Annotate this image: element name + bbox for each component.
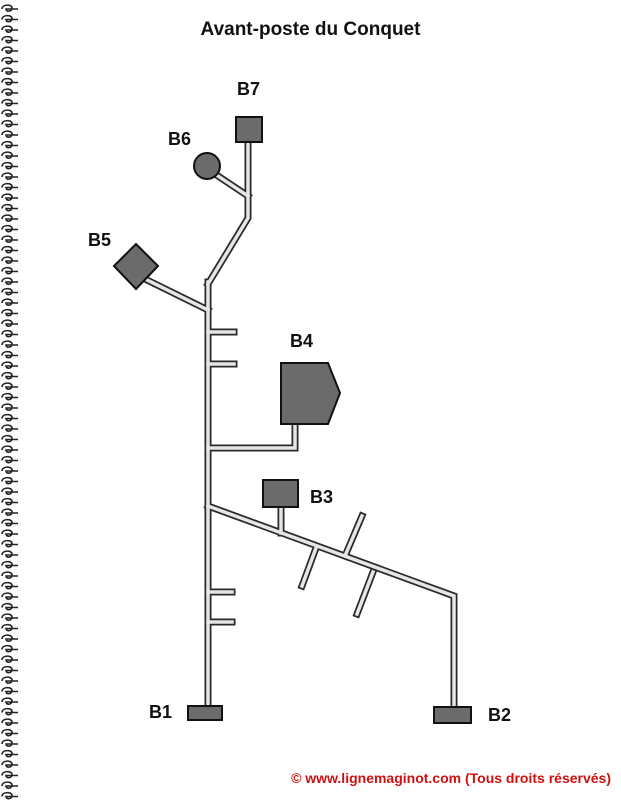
- spiral-coil: [1, 203, 18, 212]
- spiral-binding: [1, 4, 18, 800]
- block-b2: [433, 706, 472, 724]
- spiral-coil: [1, 613, 18, 621]
- spiral-coil: [1, 329, 18, 338]
- spiral-coil: [1, 655, 18, 663]
- label-b2: B2: [488, 705, 511, 725]
- spiral-coil: [1, 361, 18, 369]
- spiral-coil: [1, 476, 18, 485]
- spiral-coil: [1, 445, 18, 453]
- spiral-coil: [1, 718, 18, 726]
- spiral-coil: [1, 791, 18, 800]
- block-b1: [187, 705, 223, 721]
- spiral-coil: [1, 508, 18, 516]
- spiral-coil: [1, 634, 18, 642]
- spiral-coil: [1, 455, 18, 464]
- spiral-coil: [1, 392, 18, 401]
- spiral-coil: [1, 77, 18, 86]
- label-b5: B5: [88, 230, 111, 250]
- spiral-coil: [1, 151, 18, 159]
- block-labels: B1 B2 B3 B4 B5 B6 B7: [88, 79, 511, 725]
- spiral-coil: [1, 644, 18, 653]
- spiral-coil: [1, 539, 18, 548]
- label-b3: B3: [310, 487, 333, 507]
- spiral-coil: [1, 35, 18, 44]
- spiral-coil: [1, 109, 18, 117]
- spiral-coil: [1, 172, 18, 180]
- spiral-coil: [1, 749, 18, 758]
- block-b6: [193, 152, 221, 180]
- spiral-coil: [1, 560, 18, 569]
- spiral-coil: [1, 46, 18, 54]
- spiral-coil: [1, 760, 18, 768]
- spiral-coil: [1, 623, 18, 632]
- spiral-coil: [1, 676, 18, 684]
- spiral-coil: [1, 550, 18, 558]
- spiral-coil: [1, 602, 18, 611]
- spiral-coil: [1, 592, 18, 600]
- spiral-coil: [1, 382, 18, 390]
- spiral-coil: [1, 193, 18, 201]
- spiral-coil: [1, 424, 18, 432]
- spiral-coil: [1, 728, 18, 737]
- spiral-coil: [1, 224, 18, 233]
- diagram-title: Avant-poste du Conquet: [200, 19, 421, 40]
- spiral-coil: [1, 350, 18, 359]
- label-b7: B7: [237, 79, 260, 99]
- spiral-coil: [1, 697, 18, 705]
- spiral-coil: [1, 371, 18, 380]
- spiral-coil: [1, 466, 18, 474]
- spiral-coil: [1, 308, 18, 317]
- spiral-coil: [1, 770, 18, 779]
- spiral-coil: [1, 67, 18, 75]
- spiral-coil: [1, 739, 18, 747]
- spiral-coil: [1, 413, 18, 422]
- spiral-coil: [1, 403, 18, 411]
- spiral-coil: [1, 88, 18, 96]
- spiral-coil: [1, 529, 18, 537]
- spiral-coil: [1, 4, 18, 12]
- spiral-coil: [1, 245, 18, 254]
- spiral-coil: [1, 434, 18, 443]
- copyright-footer: © www.lignemaginot.com (Tous droits rése…: [291, 770, 611, 786]
- spiral-coil: [1, 277, 18, 285]
- spiral-coil: [1, 581, 18, 590]
- spiral-coil: [1, 571, 18, 579]
- spiral-coil: [1, 214, 18, 222]
- spiral-coil: [1, 319, 18, 327]
- spiral-coil: [1, 161, 18, 170]
- spiral-coil: [1, 98, 18, 107]
- spiral-coil: [1, 182, 18, 191]
- label-b1: B1: [149, 702, 172, 722]
- gallery-network: [138, 136, 458, 716]
- spiral-coil: [1, 287, 18, 296]
- spiral-coil: [1, 256, 18, 264]
- spiral-coil: [1, 119, 18, 128]
- spiral-coil: [1, 340, 18, 348]
- spiral-coil: [1, 707, 18, 716]
- spiral-coil: [1, 56, 18, 65]
- spiral-coil: [1, 25, 18, 33]
- spiral-coil: [1, 235, 18, 243]
- spiral-coil: [1, 140, 18, 149]
- gallery-to-b2: [203, 501, 458, 712]
- block-b3: [262, 479, 299, 508]
- spiral-coil: [1, 487, 18, 495]
- spiral-coil: [1, 14, 18, 23]
- label-b6: B6: [168, 129, 191, 149]
- block-b4: [280, 362, 342, 425]
- spiral-coil: [1, 266, 18, 275]
- block-b7: [235, 116, 263, 143]
- spiral-coil: [1, 497, 18, 506]
- gallery-to-b4: [204, 420, 299, 452]
- block-b5: [112, 242, 160, 291]
- spiral-coil: [1, 298, 18, 306]
- spiral-coil: [1, 686, 18, 695]
- label-b4: B4: [290, 331, 313, 351]
- spiral-coil: [1, 518, 18, 527]
- spiral-coil: [1, 665, 18, 674]
- spiral-coil: [1, 781, 18, 789]
- spiral-coil: [1, 130, 18, 138]
